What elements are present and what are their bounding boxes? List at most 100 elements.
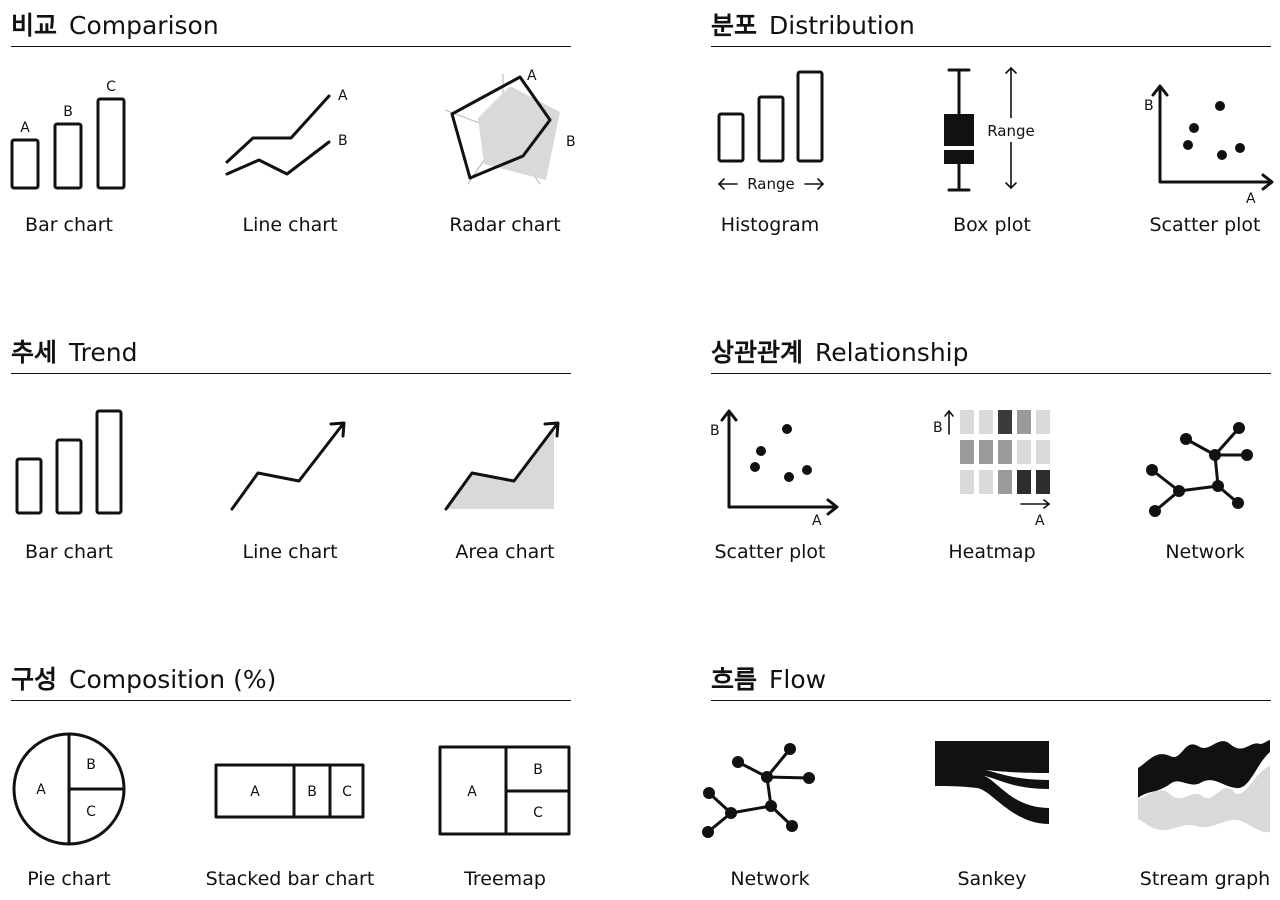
radar-series-b (478, 86, 560, 180)
card-sankey: Sankey (897, 716, 1087, 896)
section-divider (11, 373, 571, 374)
network-icon (702, 743, 815, 838)
hist-bar-1 (717, 112, 745, 163)
range-label: Range (747, 175, 795, 193)
section-title-en: Distribution (769, 11, 915, 40)
section-divider (711, 700, 1271, 701)
section-divider (11, 46, 571, 47)
card-comparison-radar-chart: A B Radar chart (410, 62, 600, 242)
radar-series-a (450, 75, 552, 180)
chart-label: Sankey (957, 868, 1027, 890)
chart-label: Treemap (464, 868, 546, 890)
section-flow: 흐름 Flow Network (702, 654, 1271, 896)
scatter-plot-icon: B A (1144, 84, 1274, 207)
bar-b-label: B (63, 104, 73, 120)
hist-bar-2 (757, 95, 785, 163)
chart-label: Line chart (242, 214, 338, 236)
section-title: 비교 Comparison (11, 6, 219, 42)
line-chart-icon: A B (225, 88, 348, 176)
chart-label: Radar chart (449, 214, 561, 236)
card-relationship-scatter-plot: B A Scatter plot (675, 389, 865, 569)
card-comparison-line-chart: A B Line chart (195, 62, 385, 242)
card-box-plot: Range Box plot (897, 62, 1087, 242)
card-pie-chart: A B C Pie chart (0, 716, 164, 896)
box-plot-icon: Range (944, 66, 1043, 192)
box-upper (944, 114, 974, 146)
card-histogram: Range Histogram (675, 62, 865, 242)
line-a-label: A (338, 88, 348, 104)
treemap-icon: A B C (438, 745, 571, 836)
bar-a-label: A (20, 120, 30, 136)
radar-chart-icon: A B (444, 68, 576, 185)
section-title-en: Flow (769, 665, 827, 694)
axis-a-label: A (1035, 513, 1045, 529)
chart-label: Heatmap (948, 541, 1036, 563)
axis-b-label: B (710, 423, 720, 439)
chart-label: Stacked bar chart (205, 868, 375, 890)
treemap-b-label: B (533, 762, 543, 778)
axis-a-label: A (1246, 191, 1256, 207)
hist-bar-3 (796, 70, 824, 163)
chart-label: Line chart (242, 541, 338, 563)
heatmap-cells (960, 410, 1050, 494)
histogram-icon: Range (717, 70, 825, 193)
stream-layer-light (1138, 766, 1270, 833)
card-heatmap: B A Heatmap (897, 389, 1087, 569)
section-title-en: Composition (%) (69, 665, 277, 694)
bar-a (10, 138, 40, 190)
pie-c-label: C (86, 804, 96, 820)
chart-label: Histogram (720, 214, 820, 236)
card-relationship-network: Network (1110, 389, 1280, 569)
bar-chart-icon (15, 409, 123, 515)
sankey-icon (935, 741, 1049, 824)
treemap-c-label: C (533, 805, 543, 821)
axis-b-label: B (1144, 98, 1154, 114)
stacked-bar-outline (214, 763, 365, 819)
network-icon (1146, 422, 1253, 517)
trend-line (230, 422, 345, 511)
stack-b-label: B (307, 784, 317, 800)
area-line (444, 422, 559, 511)
stream-graph-icon (1138, 740, 1270, 833)
trend-bar-3 (95, 409, 123, 515)
card-comparison-bar-chart: A B C Bar chart (0, 62, 164, 242)
pie-a-label: A (36, 782, 46, 798)
pie-chart-icon: A B C (12, 732, 126, 846)
bar-chart-icon: A B C (10, 79, 126, 190)
stream-layer-dark (1138, 740, 1270, 798)
section-title: 구성 Composition (%) (11, 660, 276, 696)
section-title-en: Comparison (69, 11, 219, 40)
bar-c (96, 97, 126, 190)
scatter-plot-icon: B A (710, 409, 839, 529)
range-label: Range (987, 122, 1035, 140)
trend-bar-2 (55, 438, 83, 515)
line-b-label: B (338, 133, 348, 149)
section-title-ko: 상관관계 (711, 338, 804, 367)
stack-a-label: A (250, 784, 260, 800)
card-scatter-plot: B A Scatter plot (1110, 62, 1280, 242)
heatmap-icon: B A (933, 409, 1051, 529)
chart-label: Scatter plot (1149, 214, 1261, 236)
section-divider (11, 700, 571, 701)
card-stacked-bar-chart: A B C Stacked bar chart (195, 716, 385, 896)
section-title-ko: 구성 (11, 665, 58, 694)
stacked-bar-chart-icon: A B C (214, 763, 365, 819)
bar-b (53, 122, 83, 190)
section-title-ko: 비교 (11, 11, 58, 40)
chart-label: Network (730, 868, 810, 890)
stack-c-label: C (342, 784, 352, 800)
axis-a-label: A (812, 513, 822, 529)
card-stream-graph: Stream graph (1110, 716, 1280, 896)
card-trend-line-chart: Line chart (195, 389, 385, 569)
pie-b-label: B (86, 757, 96, 773)
line-chart-icon (230, 421, 346, 511)
section-title-ko: 흐름 (711, 665, 758, 694)
line-series-b (225, 140, 331, 176)
section-title-ko: 추세 (11, 338, 58, 367)
